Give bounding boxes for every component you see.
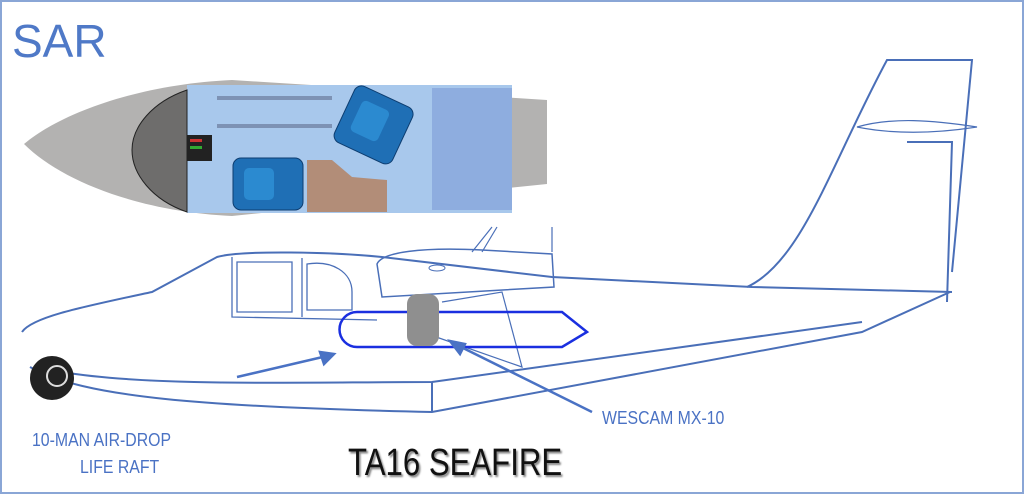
wescam-camera: [407, 294, 439, 346]
side-view: [21, 59, 978, 414]
plan-view: [24, 80, 547, 216]
tail-fin: [746, 59, 974, 288]
cargo-area: [307, 160, 387, 212]
life-raft-outline: [338, 310, 590, 349]
engine-nacelle: [376, 248, 555, 298]
aircraft-title: TA16 SEAFIRE: [348, 442, 563, 484]
callout-arrows: [236, 339, 593, 414]
wing-strut: [421, 291, 523, 368]
hull-bottom: [29, 291, 951, 414]
raft-callout-line2: LIFE RAFT: [80, 457, 160, 477]
camera-callout: WESCAM MX-10: [602, 408, 725, 428]
heading-sar: SAR: [12, 15, 107, 67]
raft-callout-line1: 10-MAN AIR-DROP: [32, 430, 172, 450]
cabin-windows: [231, 257, 378, 321]
rear-cabin: [432, 88, 512, 210]
instrument-panel: [131, 89, 188, 213]
hull-top: [21, 251, 953, 333]
